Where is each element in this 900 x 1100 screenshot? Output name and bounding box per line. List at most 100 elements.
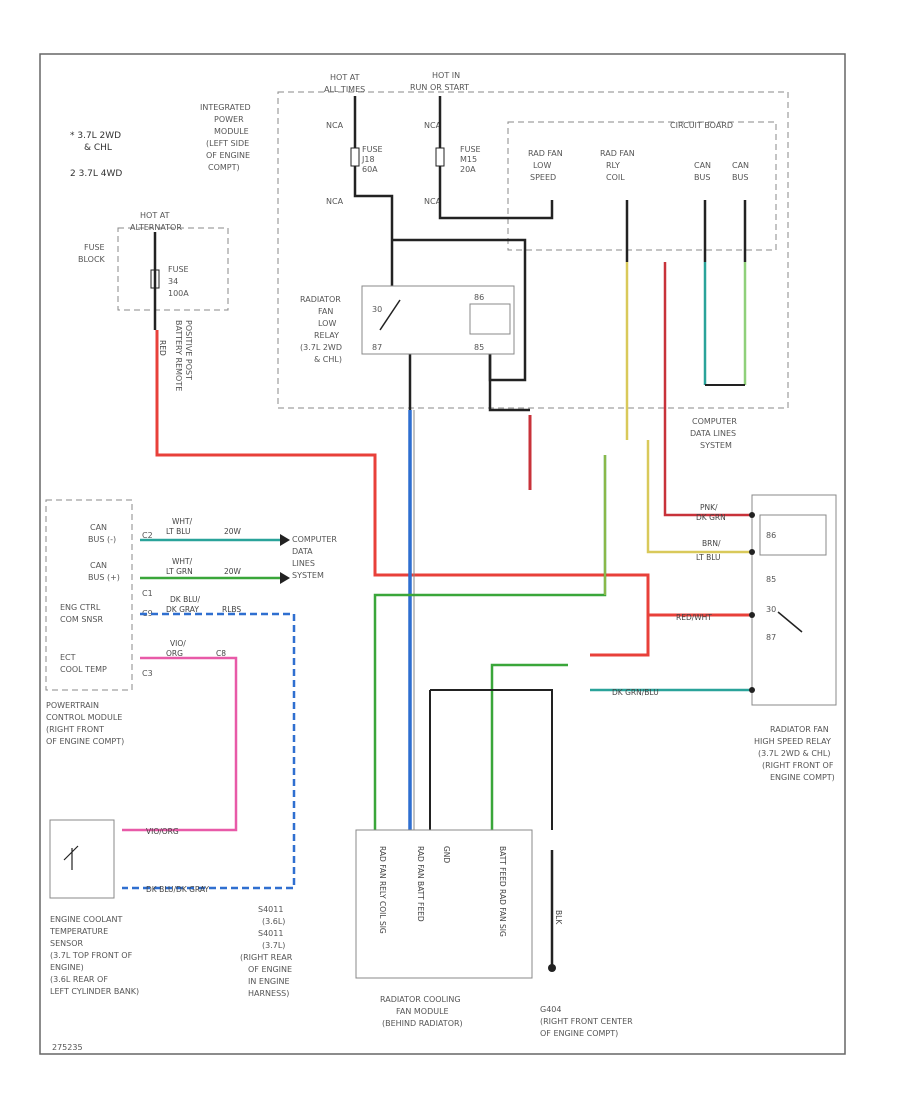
notes: * 3.7L 2WD & CHL 2 3.7L 4WD <box>70 131 122 179</box>
svg-text:RAD FAN: RAD FAN <box>600 149 635 158</box>
svg-text:RADIATOR COOLING: RADIATOR COOLING <box>380 995 461 1004</box>
svg-text:OF ENGINE COMPT): OF ENGINE COMPT) <box>540 1029 618 1038</box>
svg-text:& CHL): & CHL) <box>314 355 342 364</box>
svg-text:(LEFT SIDE: (LEFT SIDE <box>206 139 249 148</box>
svg-text:CONTROL MODULE: CONTROL MODULE <box>46 713 122 722</box>
svg-text:20A: 20A <box>460 165 476 174</box>
svg-text:TEMPERATURE: TEMPERATURE <box>49 927 108 936</box>
green-wire-2 <box>490 663 568 830</box>
svg-text:POWERTRAIN: POWERTRAIN <box>46 701 99 710</box>
red-wire-label: RED <box>158 340 167 356</box>
radiator-fan-low-relay: 30 86 87 85 RADIATOR FAN LOW RELAY (3.7L… <box>300 285 515 364</box>
svg-text:NCA: NCA <box>424 121 442 130</box>
svg-text:85: 85 <box>474 343 484 352</box>
svg-text:SENSOR: SENSOR <box>50 939 83 948</box>
svg-text:87: 87 <box>766 633 776 642</box>
svg-text:RED/WHT: RED/WHT <box>676 613 712 622</box>
svg-text:S4011: S4011 <box>258 905 283 914</box>
fuse-m15 <box>435 147 445 167</box>
svg-text:SYSTEM: SYSTEM <box>292 571 324 580</box>
svg-text:COMPT): COMPT) <box>208 163 240 172</box>
svg-text:RAD FAN BATT FEED: RAD FAN BATT FEED <box>416 846 425 922</box>
svg-text:HIGH SPEED RELAY: HIGH SPEED RELAY <box>754 737 831 746</box>
svg-text:BUS (+): BUS (+) <box>88 573 120 582</box>
svg-text:BLK: BLK <box>554 910 563 925</box>
svg-text:WHT/: WHT/ <box>172 517 193 526</box>
svg-text:GND: GND <box>442 846 451 863</box>
svg-text:OF ENGINE COMPT): OF ENGINE COMPT) <box>46 737 124 746</box>
svg-text:C8: C8 <box>216 649 226 658</box>
svg-text:DK GRN/BLU: DK GRN/BLU <box>612 688 659 697</box>
svg-text:100A: 100A <box>168 289 189 298</box>
svg-text:COM SNSR: COM SNSR <box>60 615 103 624</box>
svg-text:NCA: NCA <box>424 197 442 206</box>
splice-label: S4011 (3.6L) S4011 (3.7L) (RIGHT REAR OF… <box>240 905 293 998</box>
svg-text:COMPUTER: COMPUTER <box>292 535 337 544</box>
svg-text:LOW: LOW <box>533 161 551 170</box>
svg-text:DK GRN: DK GRN <box>696 513 726 522</box>
svg-text:RLY: RLY <box>606 161 620 170</box>
svg-text:INTEGRATED: INTEGRATED <box>200 103 251 112</box>
svg-text:C1: C1 <box>142 589 153 598</box>
svg-text:C2: C2 <box>142 531 153 540</box>
svg-text:IN ENGINE: IN ENGINE <box>248 977 290 986</box>
circuit-board-label: CIRCUIT BOARD <box>670 121 733 130</box>
svg-text:OF ENGINE: OF ENGINE <box>206 151 250 160</box>
computer-data-lines-system: COMPUTER DATA LINES SYSTEM <box>690 417 737 450</box>
svg-text:C9: C9 <box>142 609 153 618</box>
svg-text:RLBS: RLBS <box>222 605 241 614</box>
svg-text:(3.7L 2WD & CHL): (3.7L 2WD & CHL) <box>758 749 831 758</box>
svg-text:G404: G404 <box>540 1005 561 1014</box>
svg-text:CAN: CAN <box>732 161 749 170</box>
svg-text:ENG CTRL: ENG CTRL <box>60 603 101 612</box>
svg-text:ORG: ORG <box>166 649 183 658</box>
svg-text:OF ENGINE: OF ENGINE <box>248 965 292 974</box>
yellow-wire-2 <box>646 440 750 554</box>
fuse-symbols <box>150 147 445 289</box>
radiator-cooling-fan-module: RADIATOR COOLING FAN MODULE (BEHIND RADI… <box>355 829 533 1028</box>
svg-text:(RIGHT REAR: (RIGHT REAR <box>240 953 293 962</box>
svg-text:CAN: CAN <box>90 561 107 570</box>
ect-pink-wire <box>122 656 238 832</box>
svg-text:(RIGHT FRONT: (RIGHT FRONT <box>46 725 104 734</box>
svg-text:(3.7L TOP FRONT OF: (3.7L TOP FRONT OF <box>50 951 133 960</box>
svg-text:HOT AT: HOT AT <box>140 211 170 220</box>
svg-text:CAN: CAN <box>90 523 107 532</box>
svg-text:86: 86 <box>766 531 776 540</box>
svg-text:BATT FEED RAD FAN SIG: BATT FEED RAD FAN SIG <box>498 846 507 937</box>
svg-text:BRN/: BRN/ <box>702 539 721 548</box>
svg-text:COOL TEMP: COOL TEMP <box>60 665 107 674</box>
powertrain-control-module: CAN BUS (-) C2 CAN BUS (+) C1 ENG CTRL C… <box>45 499 337 746</box>
svg-text:RELAY: RELAY <box>314 331 339 340</box>
svg-text:LT BLU: LT BLU <box>696 553 721 562</box>
svg-text:BUS: BUS <box>732 173 748 182</box>
svg-text:LEFT CYLINDER BANK): LEFT CYLINDER BANK) <box>50 987 139 996</box>
svg-text:(3.7L 2WD: (3.7L 2WD <box>300 343 342 352</box>
svg-text:S4011: S4011 <box>258 929 283 938</box>
svg-text:20W: 20W <box>224 527 242 536</box>
svg-text:20W: 20W <box>224 567 242 576</box>
radiator-fan-high-relay: 86 85 30 87 PNK/ DK GRN BRN/ LT BLU RED/… <box>612 494 837 782</box>
red-main-wire <box>155 330 650 657</box>
svg-text:LT BLU: LT BLU <box>166 527 191 536</box>
svg-text:FAN: FAN <box>318 307 333 316</box>
ground-g404: G404 (RIGHT FRONT CENTER OF ENGINE COMPT… <box>540 910 633 1038</box>
fuse-block: HOT AT ALTERNATOR FUSE BLOCK FUSE 34 100… <box>78 211 229 391</box>
svg-text:HARNESS): HARNESS) <box>248 989 289 998</box>
svg-text:NCA: NCA <box>326 197 344 206</box>
svg-text:RADIATOR FAN: RADIATOR FAN <box>770 725 829 734</box>
eng-ctrl-wire <box>122 612 296 890</box>
svg-text:DK BLU/DK GRAY: DK BLU/DK GRAY <box>146 885 209 894</box>
ipm-black-wires <box>353 96 747 412</box>
svg-text:LOW: LOW <box>318 319 336 328</box>
svg-text:(RIGHT FRONT OF: (RIGHT FRONT OF <box>762 761 834 770</box>
pink-darkred-wire <box>663 262 750 517</box>
svg-text:30: 30 <box>766 605 776 614</box>
svg-text:PNK/: PNK/ <box>700 503 718 512</box>
svg-text:ENGINE): ENGINE) <box>50 963 84 972</box>
note-1: * 3.7L 2WD <box>70 131 121 141</box>
svg-text:FUSE: FUSE <box>168 265 189 274</box>
arrow-can-minus <box>280 534 290 546</box>
fuse-j18 <box>350 147 360 167</box>
